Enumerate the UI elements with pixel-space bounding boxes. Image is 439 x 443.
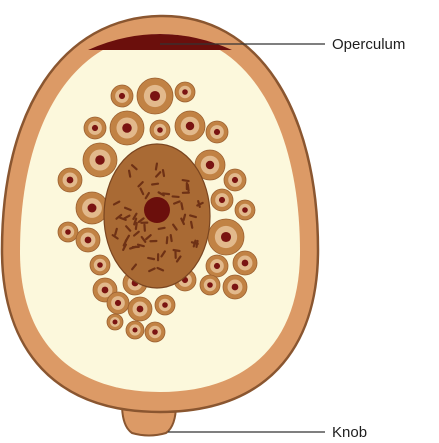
yolk-cell [155,295,175,315]
yolk-cell [126,321,144,339]
ovum-granule [181,203,182,209]
yolk-cell [200,275,220,295]
ovum-granule [198,201,200,207]
ovum-granule [159,228,165,229]
yolk-cell [84,117,106,139]
ovum-nucleus [144,197,170,223]
ovum-granule [163,193,169,194]
ovum [104,144,210,288]
yolk-cell [107,292,129,314]
yolk-cell [58,168,82,192]
yolk-cell [208,219,244,255]
yolk-cell [206,121,228,143]
ovum-granule [129,171,130,177]
yolk-cell [107,314,123,330]
yolk-cell [76,192,108,224]
ovum-granule [148,258,154,259]
knob-label: Knob [332,424,367,441]
ovum-granule [115,229,117,235]
yolk-cell [175,111,205,141]
ovum-granule [191,222,192,228]
yolk-cell [206,255,228,277]
yolk-cell [90,255,110,275]
yolk-cell [76,228,100,252]
ovum-granule [171,235,172,241]
ovum-granule [156,164,157,170]
ovum-granule [163,170,164,176]
yolk-cell [137,78,173,114]
yolk-cell [58,222,78,242]
ovum-granule [188,185,189,191]
yolk-cell [211,189,233,211]
ovum-granule [152,184,158,185]
yolk-cell [111,85,133,107]
ovum-granule [183,215,185,221]
ovum-granule [174,250,180,251]
yolk-cell [128,297,152,321]
ovum-granule [167,237,168,243]
operculum-label: Operculum [332,36,405,53]
yolk-cell [175,82,195,102]
ovum-granule [136,223,137,229]
ovum-granule [183,180,189,181]
yolk-cell [224,169,246,191]
yolk-cell [145,322,165,342]
yolk-cell [235,200,255,220]
yolk-cell [110,111,144,145]
yolk-cell [150,120,170,140]
yolk-cell [233,251,257,275]
yolk-cell [223,275,247,299]
yolk-cell [83,143,117,177]
ovum-granule [197,241,198,247]
ovum-granule [190,215,196,217]
